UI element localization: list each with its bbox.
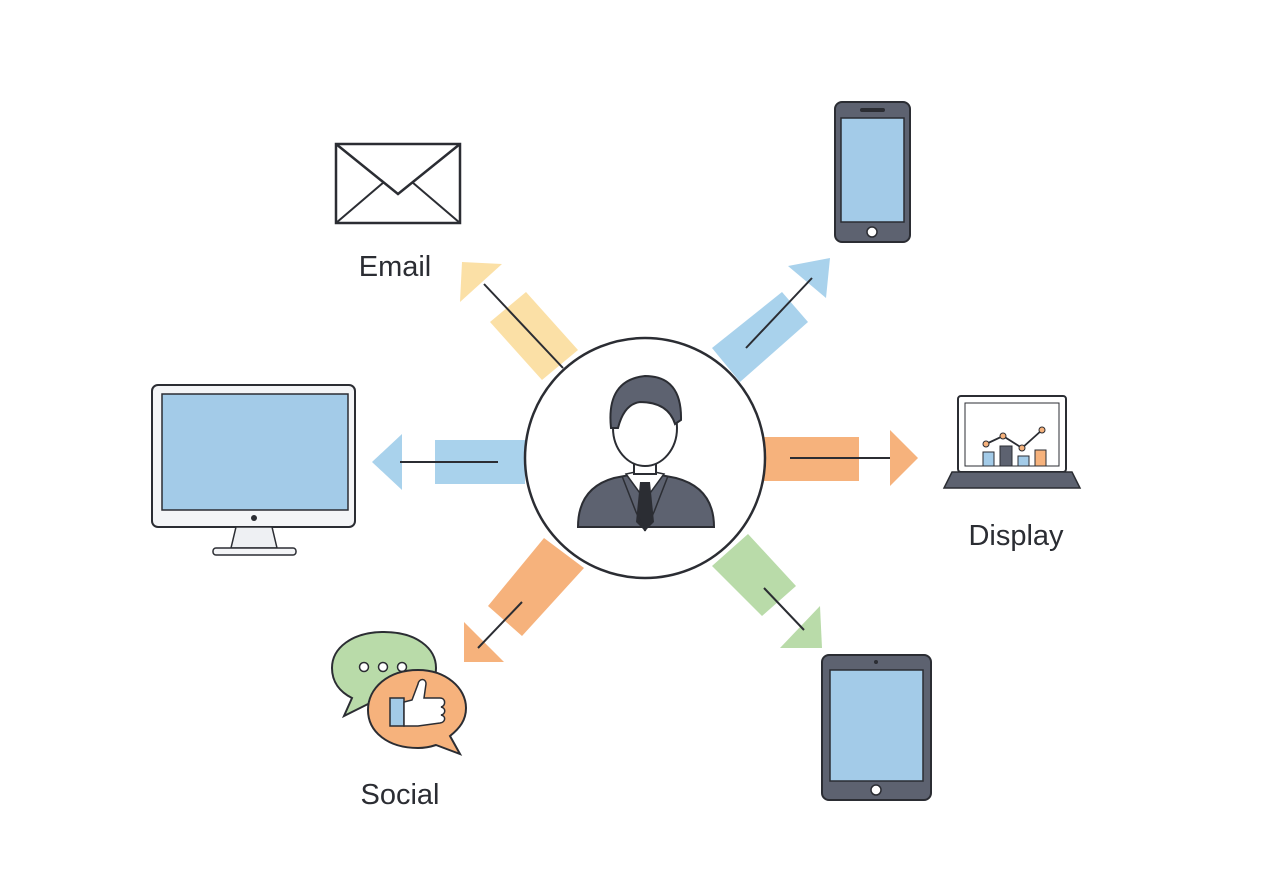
arrow-to-display [764, 430, 918, 486]
desktop-monitor-icon [151, 384, 356, 556]
display-label: Display [968, 520, 1064, 552]
chat-thumbs-up-icon [330, 630, 468, 756]
arrow-to-email [460, 262, 578, 380]
tablet-icon [821, 654, 932, 801]
email-label: Email [359, 251, 432, 283]
social-node: Social [330, 630, 468, 811]
laptop-chart-icon [942, 395, 1082, 489]
central-person [523, 336, 767, 580]
envelope-icon [334, 142, 462, 225]
arrow-to-desktop [372, 434, 525, 490]
display-node: Display [942, 395, 1082, 552]
arrow-to-social [464, 538, 584, 662]
arrow-to-tablet [712, 534, 822, 648]
social-label: Social [361, 779, 440, 811]
email-node: Email [334, 142, 462, 283]
arrow-to-smartphone [712, 258, 830, 382]
smartphone-icon [834, 101, 911, 243]
businessman-icon [576, 374, 716, 532]
